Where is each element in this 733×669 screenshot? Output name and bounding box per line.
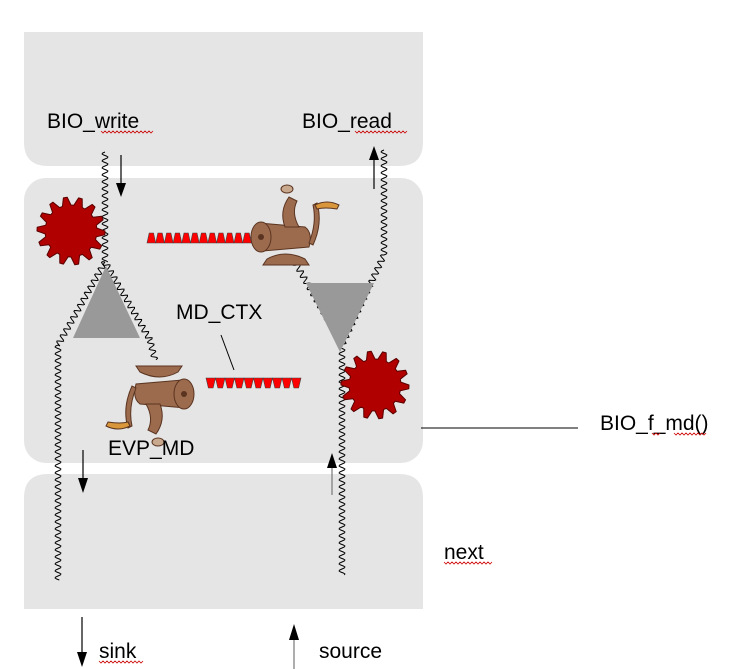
spellcheck-underlines	[98, 130, 707, 664]
digest-tooth	[205, 377, 216, 389]
md-ctx-leader	[220, 334, 235, 371]
digest-tooth	[198, 232, 209, 244]
arrows	[77, 146, 379, 669]
digest-tooth	[146, 232, 157, 244]
spellcheck-underline	[354, 130, 408, 134]
digest-teeth	[146, 232, 302, 389]
grinder-barrel	[134, 379, 187, 409]
spellcheck-underline	[673, 432, 707, 436]
write-down-arrow	[116, 155, 126, 197]
md-filter-panel[interactable]	[24, 178, 423, 463]
gear-icon	[36, 196, 106, 266]
grinder-knob	[151, 437, 165, 447]
spellcheck-underline	[100, 130, 154, 134]
evp-md-label: EVP_MD	[108, 437, 194, 460]
write-wire-top	[101, 151, 109, 263]
spellcheck-underline	[443, 561, 493, 565]
digest-tooth	[164, 232, 174, 244]
meat-grinder-icon	[250, 184, 340, 266]
spellcheck-underline	[651, 432, 661, 436]
write-wire-left	[54, 261, 106, 581]
digest-tooth	[224, 377, 235, 389]
digest-tooth	[272, 377, 283, 389]
grinder-crank	[125, 385, 137, 429]
digest-tooth	[234, 377, 245, 389]
bio-read-label: BIO_read	[302, 110, 392, 133]
grinder-handle	[105, 421, 131, 430]
write-wire-right	[103, 261, 159, 361]
meat-grinder-icon	[105, 365, 195, 447]
bio-f-md-label[interactable]: BIO_f_md()	[600, 412, 709, 435]
source-label: source	[319, 640, 382, 663]
md-down-arrow	[78, 450, 88, 493]
digest-tooth	[242, 232, 252, 244]
digest-tooth	[215, 377, 226, 389]
digest-tooth	[291, 377, 302, 389]
bio-write-label: BIO_write	[47, 110, 139, 133]
digest-tooth	[243, 377, 254, 389]
digest-tooth	[233, 232, 244, 244]
read-wire-top	[380, 149, 388, 256]
md-ctx-label: MD_CTX	[176, 301, 262, 324]
next-label[interactable]: next	[444, 541, 484, 564]
digest-tooth	[224, 232, 235, 244]
digest-teeth-top	[146, 232, 252, 244]
sink-label: sink	[99, 640, 137, 663]
source-arrow-icon	[289, 624, 299, 669]
sink-arrow-icon	[77, 617, 87, 667]
grinder-base	[135, 365, 183, 378]
digest-tooth	[262, 377, 273, 389]
digest-tooth	[190, 232, 200, 244]
gear-icon	[340, 350, 410, 420]
digest-tooth	[172, 232, 183, 244]
grinder-base	[262, 253, 310, 266]
grinder-handle	[314, 201, 340, 210]
gears	[36, 196, 410, 420]
digest-tooth	[207, 232, 217, 244]
digest-tooth	[253, 377, 264, 389]
spellcheck-underline	[98, 660, 144, 664]
grinder-knob	[280, 184, 294, 194]
grinder-neck	[145, 403, 163, 435]
digest-tooth	[216, 232, 226, 244]
digest-tooth	[155, 232, 165, 244]
digest-tooth	[181, 232, 191, 244]
grinder-barrel	[258, 222, 311, 252]
grinder-neck	[282, 196, 300, 228]
md-up-arrow	[327, 453, 337, 495]
funnel-icon	[306, 283, 374, 352]
next-panel[interactable]	[24, 474, 423, 609]
read-up-arrow	[369, 146, 379, 189]
digest-tooth	[281, 377, 292, 389]
grinder-crank	[308, 202, 320, 246]
funnel-icon	[73, 266, 140, 338]
digest-teeth-bottom	[205, 377, 302, 389]
top-panel	[24, 32, 423, 166]
